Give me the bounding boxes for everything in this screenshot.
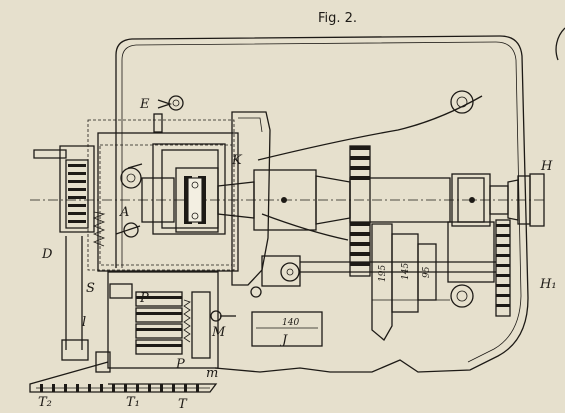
label-s: S xyxy=(86,281,95,296)
carriage-housing xyxy=(87,119,239,272)
machine-frame xyxy=(115,35,529,373)
back-gear xyxy=(495,219,511,317)
label-m-upper: M xyxy=(211,325,226,340)
cone-pulley: 195 145 95 xyxy=(371,223,450,341)
box-j: 140 xyxy=(251,311,323,347)
lever-e xyxy=(153,95,184,133)
label-d: D xyxy=(41,247,53,262)
label-p-lower: P xyxy=(175,357,185,372)
label-h1: H₁ xyxy=(539,277,557,292)
feed-gear-train xyxy=(29,271,236,393)
label-e: E xyxy=(139,97,150,112)
pulley-dimension-145: 145 xyxy=(401,263,411,280)
bull-gear xyxy=(349,145,371,277)
label-t1: T₁ xyxy=(126,395,140,410)
label-l: l xyxy=(82,315,86,330)
adjacent-figure-edge xyxy=(555,27,565,61)
label-a: A xyxy=(119,205,129,220)
feed-handwheel xyxy=(33,145,106,361)
label-k: K xyxy=(231,153,243,168)
label-j: J xyxy=(279,333,288,348)
dimension-140: 140 xyxy=(282,318,299,328)
label-m-lower: m xyxy=(206,366,218,381)
pulley-dimension-195: 195 xyxy=(378,265,388,282)
counter-shaft xyxy=(250,221,496,298)
label-t2: T₂ xyxy=(38,395,52,410)
label-h: H xyxy=(540,159,553,174)
part-labels: E K H H₁ A D S l P P M m T T₁ T₂ J xyxy=(38,97,557,412)
label-p-upper: P xyxy=(139,291,149,306)
figure-title: Fig. 2. xyxy=(318,11,357,26)
label-t: T xyxy=(178,397,188,412)
